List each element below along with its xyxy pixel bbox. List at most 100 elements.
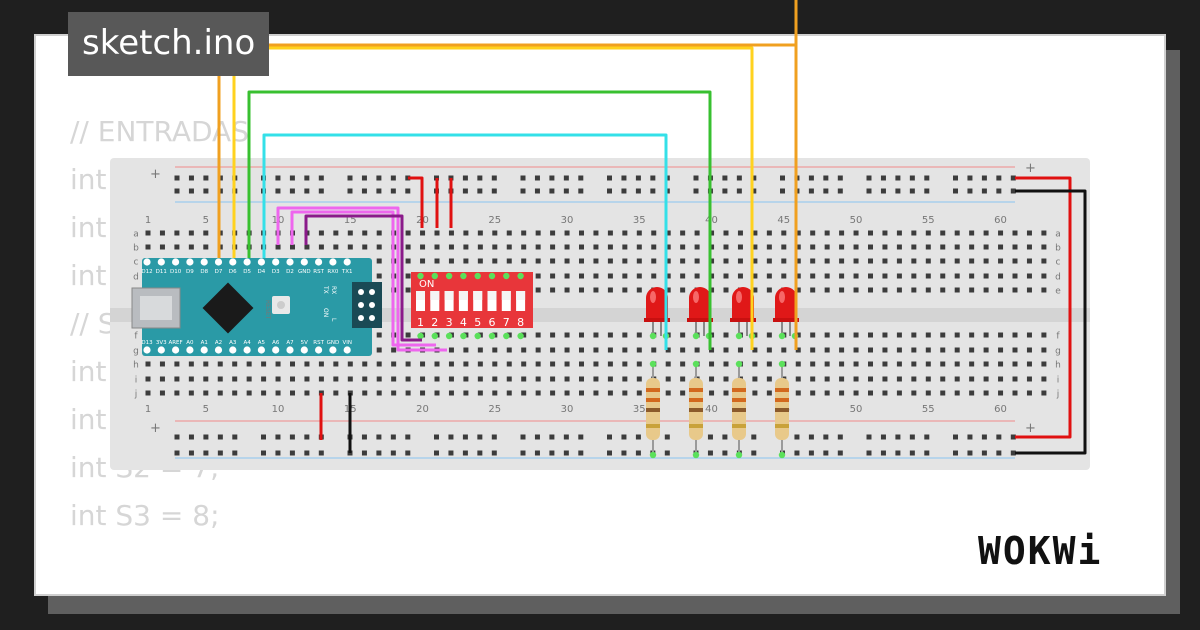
breadboard-hole [405,287,411,293]
nano-pin-label: D9 [186,269,194,275]
breadboard-hole [333,230,339,236]
nano-pin[interactable] [343,258,351,266]
nano-pin[interactable] [315,258,323,266]
dip-key[interactable] [501,291,511,311]
rail-hole [607,434,612,440]
resistor[interactable] [689,360,703,459]
nano-pin[interactable] [172,346,180,354]
nano-pin-label: VIN [342,340,352,346]
nano-pin[interactable] [172,258,180,266]
rail-hole [448,450,454,456]
breadboard-hole [550,244,556,250]
nano-pin[interactable] [143,346,151,354]
dip-key[interactable] [458,291,468,311]
nano-pin[interactable] [157,258,165,266]
breadboard-hole [824,230,830,236]
nano-pin[interactable] [286,258,294,266]
nano-pin[interactable] [143,258,151,266]
breadboard-hole [579,390,584,396]
rail-hole [866,175,872,181]
wire-pink-2[interactable] [290,210,436,347]
dip-key[interactable] [444,291,454,311]
nano-pin[interactable] [257,346,265,354]
dip-key[interactable] [516,291,526,311]
breadboard-hole [579,258,584,264]
nano-pin[interactable] [214,346,223,354]
red-led[interactable] [687,287,713,340]
resistor[interactable] [646,360,660,459]
breadboard-hole [752,361,758,367]
nano-pin[interactable] [343,346,351,354]
wire-red-rail[interactable] [1015,176,1072,439]
breadboard-hole [607,230,613,236]
nano-pin[interactable] [200,258,208,266]
nano-pin[interactable] [329,346,337,354]
dip-key[interactable] [416,291,425,311]
dip-key[interactable] [487,291,497,311]
breadboard-hole [983,361,989,367]
red-led[interactable] [730,287,756,340]
breadboard-hole [752,390,758,396]
wire-orange-1[interactable] [217,43,798,350]
breadboard-hole [304,244,310,250]
nano-pin[interactable] [300,346,308,354]
nano-pin[interactable] [243,258,251,266]
wire-green[interactable] [247,90,712,350]
dip-key[interactable] [473,291,483,311]
resistor[interactable] [732,360,746,459]
nano-pin[interactable] [257,258,265,266]
breadboard-hole [810,347,816,353]
resistor[interactable] [775,360,789,459]
breadboard-hole [636,273,642,279]
nano-pin[interactable] [315,346,323,354]
wire-black-rail[interactable] [1015,189,1087,455]
nano-pin[interactable] [200,346,208,354]
breadboard-hole [376,244,382,250]
dip-key[interactable] [430,291,440,311]
breadboard-hole [564,244,570,250]
row-letter: d [1055,273,1061,283]
wire-cyan[interactable] [262,133,668,350]
nano-pin[interactable] [272,346,280,354]
dip-number: 5 [474,316,481,329]
wire-purple[interactable] [304,214,422,342]
breadboard-hole [752,376,758,382]
breadboard-hole [680,376,686,382]
nano-pin[interactable] [186,258,194,266]
breadboard-hole [969,376,975,382]
rail-hole [188,434,194,440]
nano-pin[interactable] [229,346,237,354]
breadboard-hole [998,258,1004,264]
rail-hole [232,434,238,440]
nano-pin[interactable] [300,258,308,266]
wire-red-1[interactable] [408,176,424,228]
breadboard-hole [839,244,845,250]
breadboard-hole [766,332,772,338]
nano-pin[interactable] [272,258,280,266]
rail-hole [722,434,728,440]
nano-pin[interactable] [157,346,165,354]
nano-pin[interactable] [329,258,337,266]
wire-yellow[interactable] [232,46,754,350]
led-label-tx: TX [322,285,329,294]
code-line: int [70,355,107,388]
nano-pin[interactable] [214,258,223,266]
breadboard-hole [998,376,1004,382]
rail-hole [808,175,814,181]
breadboard-hole [232,376,238,382]
nano-pin[interactable] [286,346,294,354]
breadboard-hole [723,361,729,367]
nano-pin-label: D2 [286,269,294,275]
wire-pink-1[interactable] [276,206,447,352]
breadboard-hole [752,258,758,264]
breadboard-hole [564,287,570,293]
nano-pin[interactable] [186,346,194,354]
breadboard-hole [275,376,281,382]
breadboard-hole [607,273,613,279]
dip-number: 2 [431,316,438,329]
nano-pin[interactable] [243,346,251,354]
red-led[interactable] [644,287,670,340]
nano-pin[interactable] [229,258,237,266]
